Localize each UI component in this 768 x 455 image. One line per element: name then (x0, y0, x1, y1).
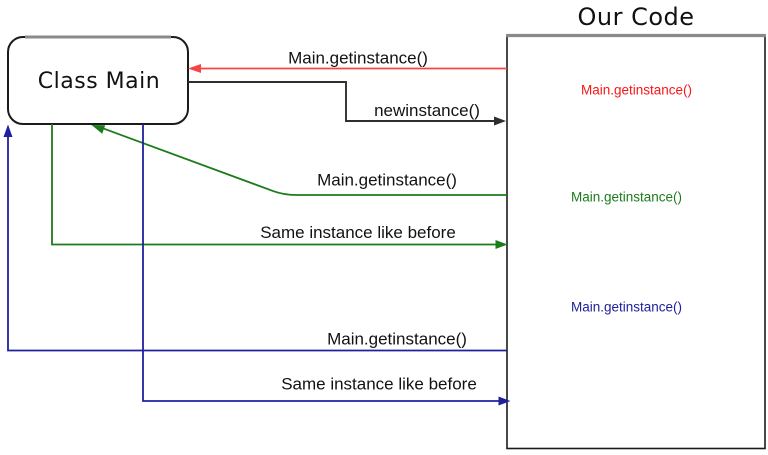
green-return-line (51, 124, 496, 246)
code-annotation-blue: Main.getinstance() (571, 300, 682, 315)
newinstance-arrowhead-right-icon (494, 116, 506, 126)
code-annotation-red: Main.getinstance() (581, 83, 692, 98)
green-return-label: Same instance like before (260, 223, 456, 242)
code-annotation-green: Main.getinstance() (571, 190, 682, 205)
blue-return-arrowhead-right-icon (498, 396, 511, 406)
blue-call-label: Main.getinstance() (327, 330, 467, 349)
red-call-label: Main.getinstance() (288, 49, 428, 68)
red-call-arrowhead-left-icon (188, 64, 201, 73)
blue-return-line (142, 124, 499, 402)
green-call-line (102, 127, 507, 196)
our-code-title: Our Code (577, 3, 694, 31)
blue-call-line (7, 137, 507, 352)
newinstance-label: newinstance() (374, 101, 480, 120)
newinstance-line (188, 81, 494, 122)
blue-call-arrowhead-up-icon (3, 124, 13, 137)
blue-return-label: Same instance like before (281, 375, 477, 394)
green-call-label: Main.getinstance() (317, 171, 457, 190)
our-code-box (506, 34, 766, 450)
green-call-arrowhead-icon (91, 125, 106, 134)
green-return-arrowhead-right-icon (495, 240, 508, 249)
class-main-label: Class Main (38, 69, 160, 94)
